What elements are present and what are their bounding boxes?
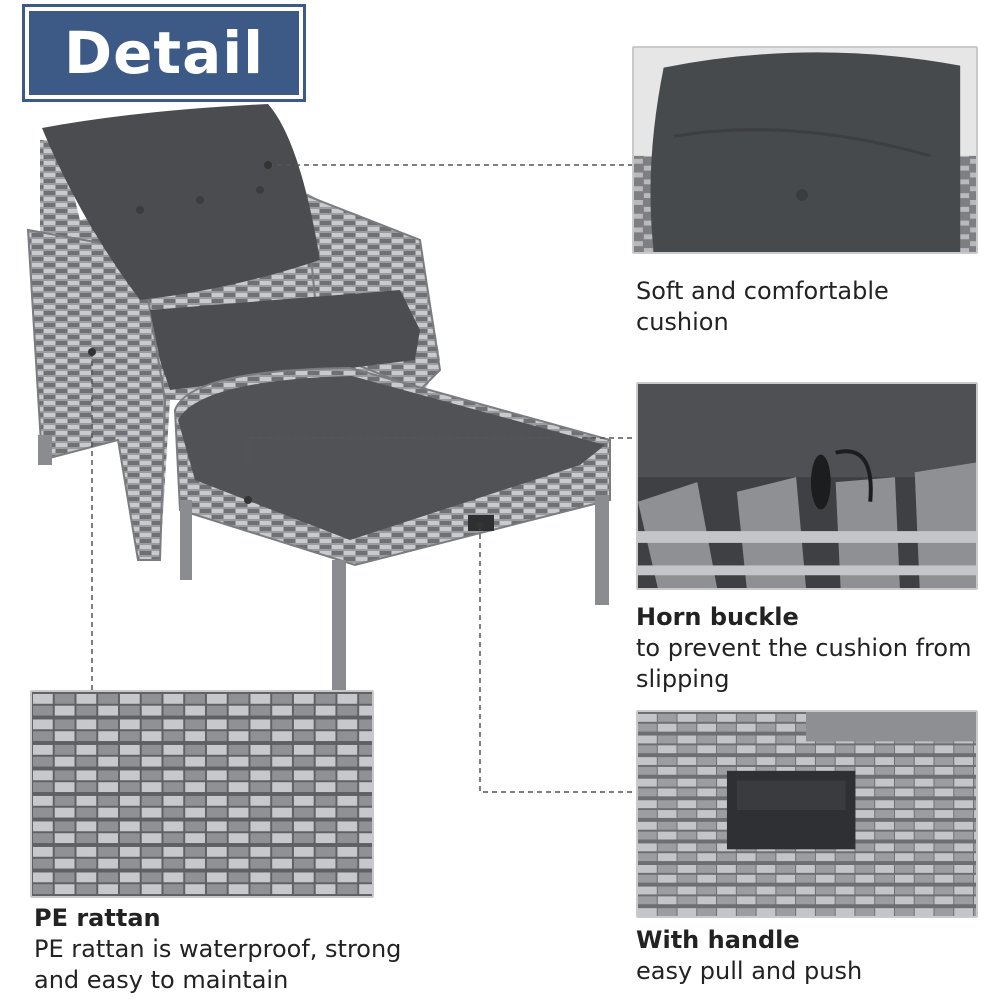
cushion-text: Soft and comfortable cushion — [636, 277, 889, 336]
rattan-title: PE rattan — [34, 904, 161, 932]
buckle-text: to prevent the cushion from slipping — [636, 634, 972, 693]
seat-cushion — [150, 290, 420, 390]
handle-title: With handle — [636, 926, 800, 954]
ottoman-handle — [468, 515, 494, 531]
detail-badge-inner: Detail — [29, 11, 299, 95]
handle-closeup-image — [636, 710, 978, 918]
handle-text: easy pull and push — [636, 957, 863, 985]
buckle-title: Horn buckle — [636, 603, 799, 631]
cushion-closeup-image — [632, 46, 978, 254]
buckle-caption: Horn buckle to prevent the cushion from … — [636, 602, 996, 695]
handle-caption: With handle easy pull and push — [636, 925, 996, 987]
rattan-closeup-image — [30, 690, 374, 898]
buckle-closeup-image — [636, 382, 978, 590]
detail-title: Detail — [63, 19, 265, 87]
rattan-caption: PE rattan PE rattan is waterproof, stron… — [34, 903, 414, 996]
rattan-text: PE rattan is waterproof, strong and easy… — [34, 935, 402, 994]
cushion-caption: Soft and comfortable cushion — [636, 276, 986, 338]
chair-ottoman-illustration — [26, 104, 611, 690]
detail-badge: Detail — [22, 4, 306, 102]
back-cushion — [42, 104, 320, 300]
